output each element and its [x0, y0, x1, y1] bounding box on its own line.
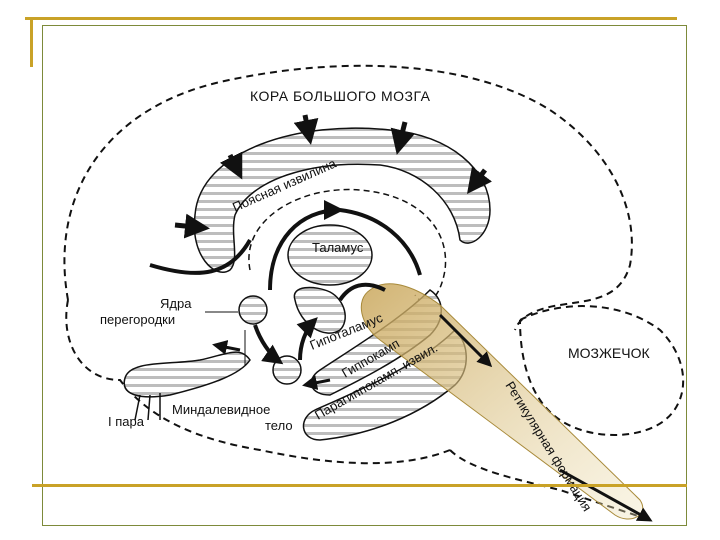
frame-bottom-line: [32, 484, 687, 487]
label-pair: I пара: [108, 414, 145, 429]
label-septal-2: перегородки: [100, 312, 175, 327]
label-amygdala-2: тело: [265, 418, 293, 433]
olfactory-bulb: [124, 352, 250, 397]
label-septal-1: Ядра: [160, 296, 192, 311]
thalamus: [288, 225, 372, 285]
pathway-arrow: [215, 345, 240, 350]
pathway-arrow: [255, 325, 280, 362]
label-amygdala-1: Миндалевидное: [172, 402, 270, 417]
cortical-projection: [175, 225, 205, 228]
label-cerebellum: МОЗЖЕЧОК: [568, 345, 650, 361]
label-thalamus: Таламус: [312, 240, 364, 255]
septal-nuclei: [239, 296, 267, 324]
label-cortex: КОРА БОЛЬШОГО МОЗГА: [250, 88, 431, 104]
